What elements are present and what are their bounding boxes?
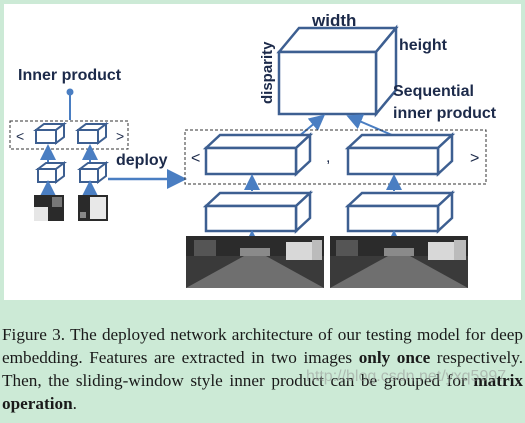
watermark: http://blog.csdn.net/yxq5997 — [306, 368, 507, 385]
cost-volume-box — [276, 24, 399, 118]
big-left-bracket: < — [191, 150, 200, 167]
label-width: width — [311, 11, 356, 30]
big-bracket-box — [184, 129, 487, 185]
big-comma: , — [326, 149, 330, 166]
label-deploy: deploy — [116, 152, 168, 169]
conv-box-right — [344, 190, 456, 234]
big-right-bracket: > — [470, 150, 479, 167]
caption-bold-matrix-operation: matrix operation — [2, 371, 523, 413]
figure-panel: Inner product < > — [4, 4, 521, 300]
small-bracket-box — [9, 120, 129, 150]
figure-caption: Figure 3. The deployed network architect… — [2, 323, 523, 415]
small-conv-box-right — [77, 161, 109, 184]
caption-text-3: . — [72, 394, 77, 413]
small-feature-box-left — [33, 122, 67, 145]
street-image-right — [330, 236, 468, 288]
output-node — [66, 88, 74, 96]
caption-bold-only-once: only once — [358, 348, 431, 367]
label-height: height — [399, 37, 448, 54]
small-left-bracket: < — [16, 128, 24, 144]
label-sequential-line1: Sequential — [393, 83, 474, 100]
caption-text-1: Figure 3. The deployed network architect… — [2, 325, 523, 367]
small-patch-right — [78, 195, 108, 221]
small-patch-left — [34, 195, 64, 221]
feature-box-left — [202, 132, 314, 177]
label-sequential-line2: inner product — [393, 105, 497, 122]
small-conv-box-left — [35, 161, 67, 184]
conv-box-left — [202, 190, 314, 234]
feature-box-right — [344, 132, 456, 177]
small-feature-box-right — [75, 122, 109, 145]
street-image-left — [186, 236, 324, 288]
label-disparity: disparity — [259, 41, 276, 104]
architecture-diagram: Inner product < > — [9, 11, 497, 288]
caption-text-2: respectively. Then, the sliding-window s… — [2, 348, 524, 390]
small-right-bracket: > — [116, 128, 124, 144]
label-inner-product: Inner product — [18, 67, 122, 84]
